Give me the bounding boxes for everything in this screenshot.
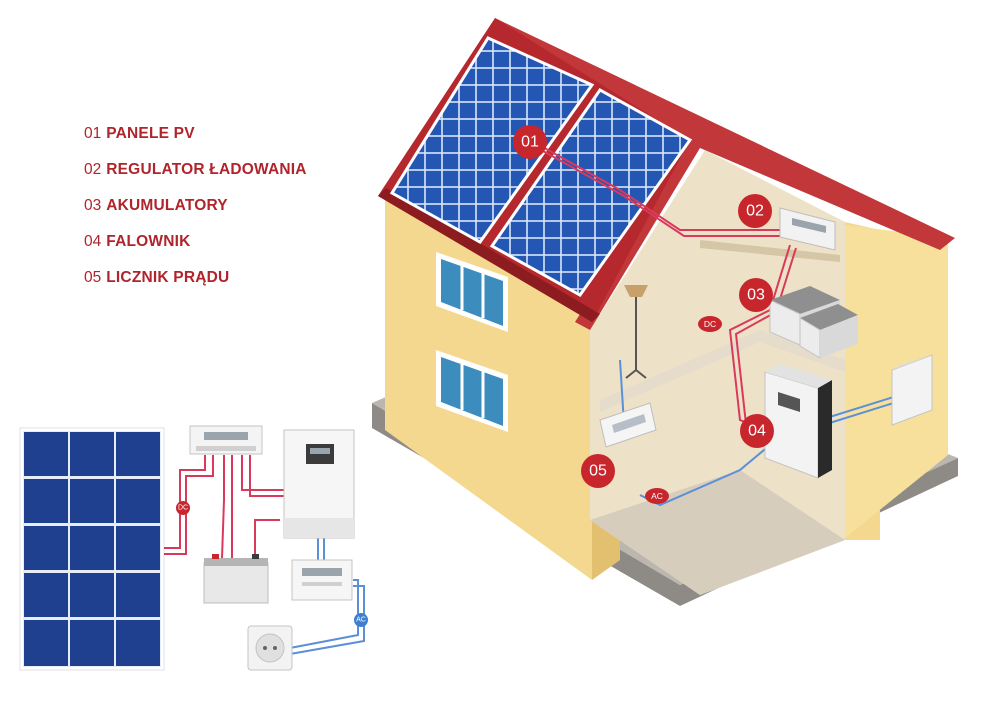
- schematic-energy-meter: [291, 559, 353, 601]
- marker-03-label: 03: [747, 287, 765, 304]
- schematic-inverter: [283, 429, 355, 539]
- marker-04-label: 04: [748, 423, 766, 440]
- schematic-charge-controller: [189, 425, 263, 455]
- legend-number: 02: [84, 161, 102, 178]
- house-ac-tag: AC: [645, 488, 669, 504]
- house-inverter: [764, 364, 832, 479]
- legend-label: REGULATOR ŁADOWANIA: [106, 161, 307, 178]
- schematic-battery: [203, 554, 269, 604]
- house-batteries: [769, 286, 858, 359]
- legend-number: 04: [84, 233, 102, 250]
- schematic-ac-tag: AC: [354, 613, 368, 627]
- external-box: [891, 354, 933, 426]
- schematic-dc-tag: DC: [176, 501, 190, 515]
- schematic-ac-tag-text: AC: [356, 617, 366, 624]
- legend-number: 05: [84, 269, 102, 286]
- house-energy-meter: [599, 402, 657, 448]
- house-ac-tag-text: AC: [651, 491, 663, 501]
- legend-number: 03: [84, 197, 102, 214]
- roof-solar-panels: [389, 36, 693, 297]
- legend-label: PANELE PV: [106, 125, 195, 142]
- window-upper: [436, 252, 508, 332]
- schematic-dc-wiring: [164, 455, 284, 559]
- marker-02-label: 02: [746, 203, 764, 220]
- house-dc-tag-text: DC: [704, 319, 716, 329]
- schematic-dc-tag-text: DC: [178, 505, 188, 512]
- marker-01-label: 01: [521, 134, 539, 151]
- legend-label: LICZNIK PRĄDU: [106, 269, 230, 286]
- marker-05-label: 05: [589, 463, 607, 480]
- marker-03: 03: [739, 278, 773, 312]
- house-charge-controller: [779, 207, 836, 251]
- schematic-ac-wiring: [289, 538, 365, 655]
- house-dc-tag: DC: [698, 316, 722, 332]
- legend-label: AKUMULATORY: [106, 197, 228, 214]
- schematic-pv-panel: [19, 427, 165, 671]
- legend-label: FALOWNIK: [106, 233, 191, 250]
- marker-01: 01: [513, 125, 547, 159]
- marker-05: 05: [581, 454, 615, 488]
- floor-lamp: [624, 285, 648, 379]
- marker-04: 04: [740, 414, 774, 448]
- window-lower: [436, 350, 508, 432]
- marker-02: 02: [738, 194, 772, 228]
- schematic-wall-socket: [247, 625, 293, 671]
- legend-number: 01: [84, 125, 102, 142]
